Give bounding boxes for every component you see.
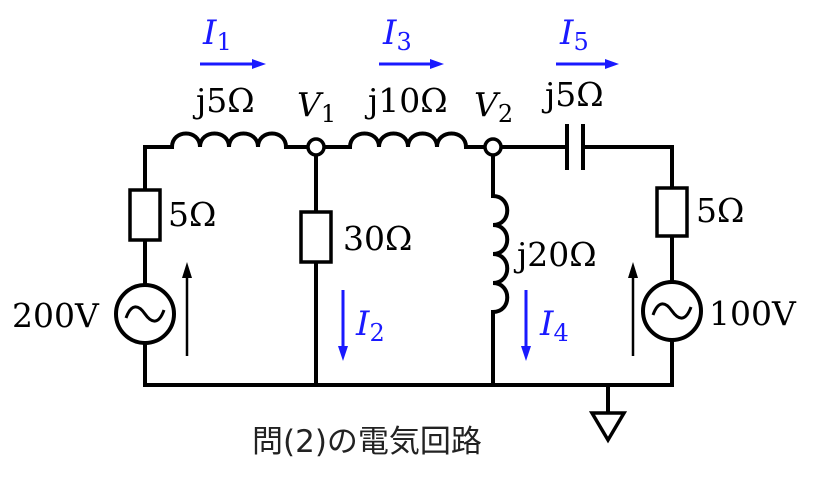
ac-source-right: [641, 280, 703, 342]
label-j5-capacitor: j5Ω: [541, 75, 604, 114]
label-j5-inductor: j5Ω: [192, 81, 255, 120]
label-i5: I5: [559, 13, 589, 56]
label-mid-resistor: 30Ω: [343, 219, 412, 258]
label-left-source: 200V: [12, 296, 100, 335]
label-right-source: 100V: [709, 294, 797, 333]
inductor-j20: [492, 194, 510, 314]
label-i3: I3: [382, 13, 412, 56]
label-v1: V1: [297, 85, 336, 128]
label-right-resistor: 5Ω: [696, 191, 744, 230]
voltage-arrow-left: [182, 262, 192, 356]
label-i4: I4: [539, 304, 569, 347]
label-left-resistor: 5Ω: [168, 195, 216, 234]
node-v2: [483, 137, 503, 157]
current-arrow-i1: [200, 59, 266, 69]
ac-source-left: [114, 283, 176, 345]
capacitor-j5: [565, 124, 585, 170]
resistor-left-5ohm: [128, 188, 162, 242]
current-arrow-i5: [556, 59, 619, 69]
resistor-right-5ohm: [655, 186, 689, 238]
label-j10-inductor: j10Ω: [364, 81, 448, 120]
diagram-caption: 問(2)の電気回路: [252, 424, 482, 460]
label-shunt-inductor: j20Ω: [513, 235, 597, 274]
wires: [143, 145, 674, 387]
label-i2: I2: [355, 304, 385, 347]
ground-symbol: [588, 383, 628, 444]
node-v1: [306, 137, 326, 157]
current-arrow-i4: [521, 290, 531, 361]
wire-top-left: [143, 145, 174, 192]
wire-top-cap-right: [582, 145, 674, 190]
label-i1: I1: [202, 13, 232, 56]
inductor-j5: [170, 131, 288, 148]
voltage-arrow-right: [628, 262, 638, 356]
current-arrow-i3: [379, 59, 444, 69]
resistor-mid-30ohm: [299, 210, 333, 264]
current-arrow-i2: [338, 290, 348, 361]
label-v2: V2: [474, 85, 513, 128]
inductor-j10: [348, 131, 468, 148]
